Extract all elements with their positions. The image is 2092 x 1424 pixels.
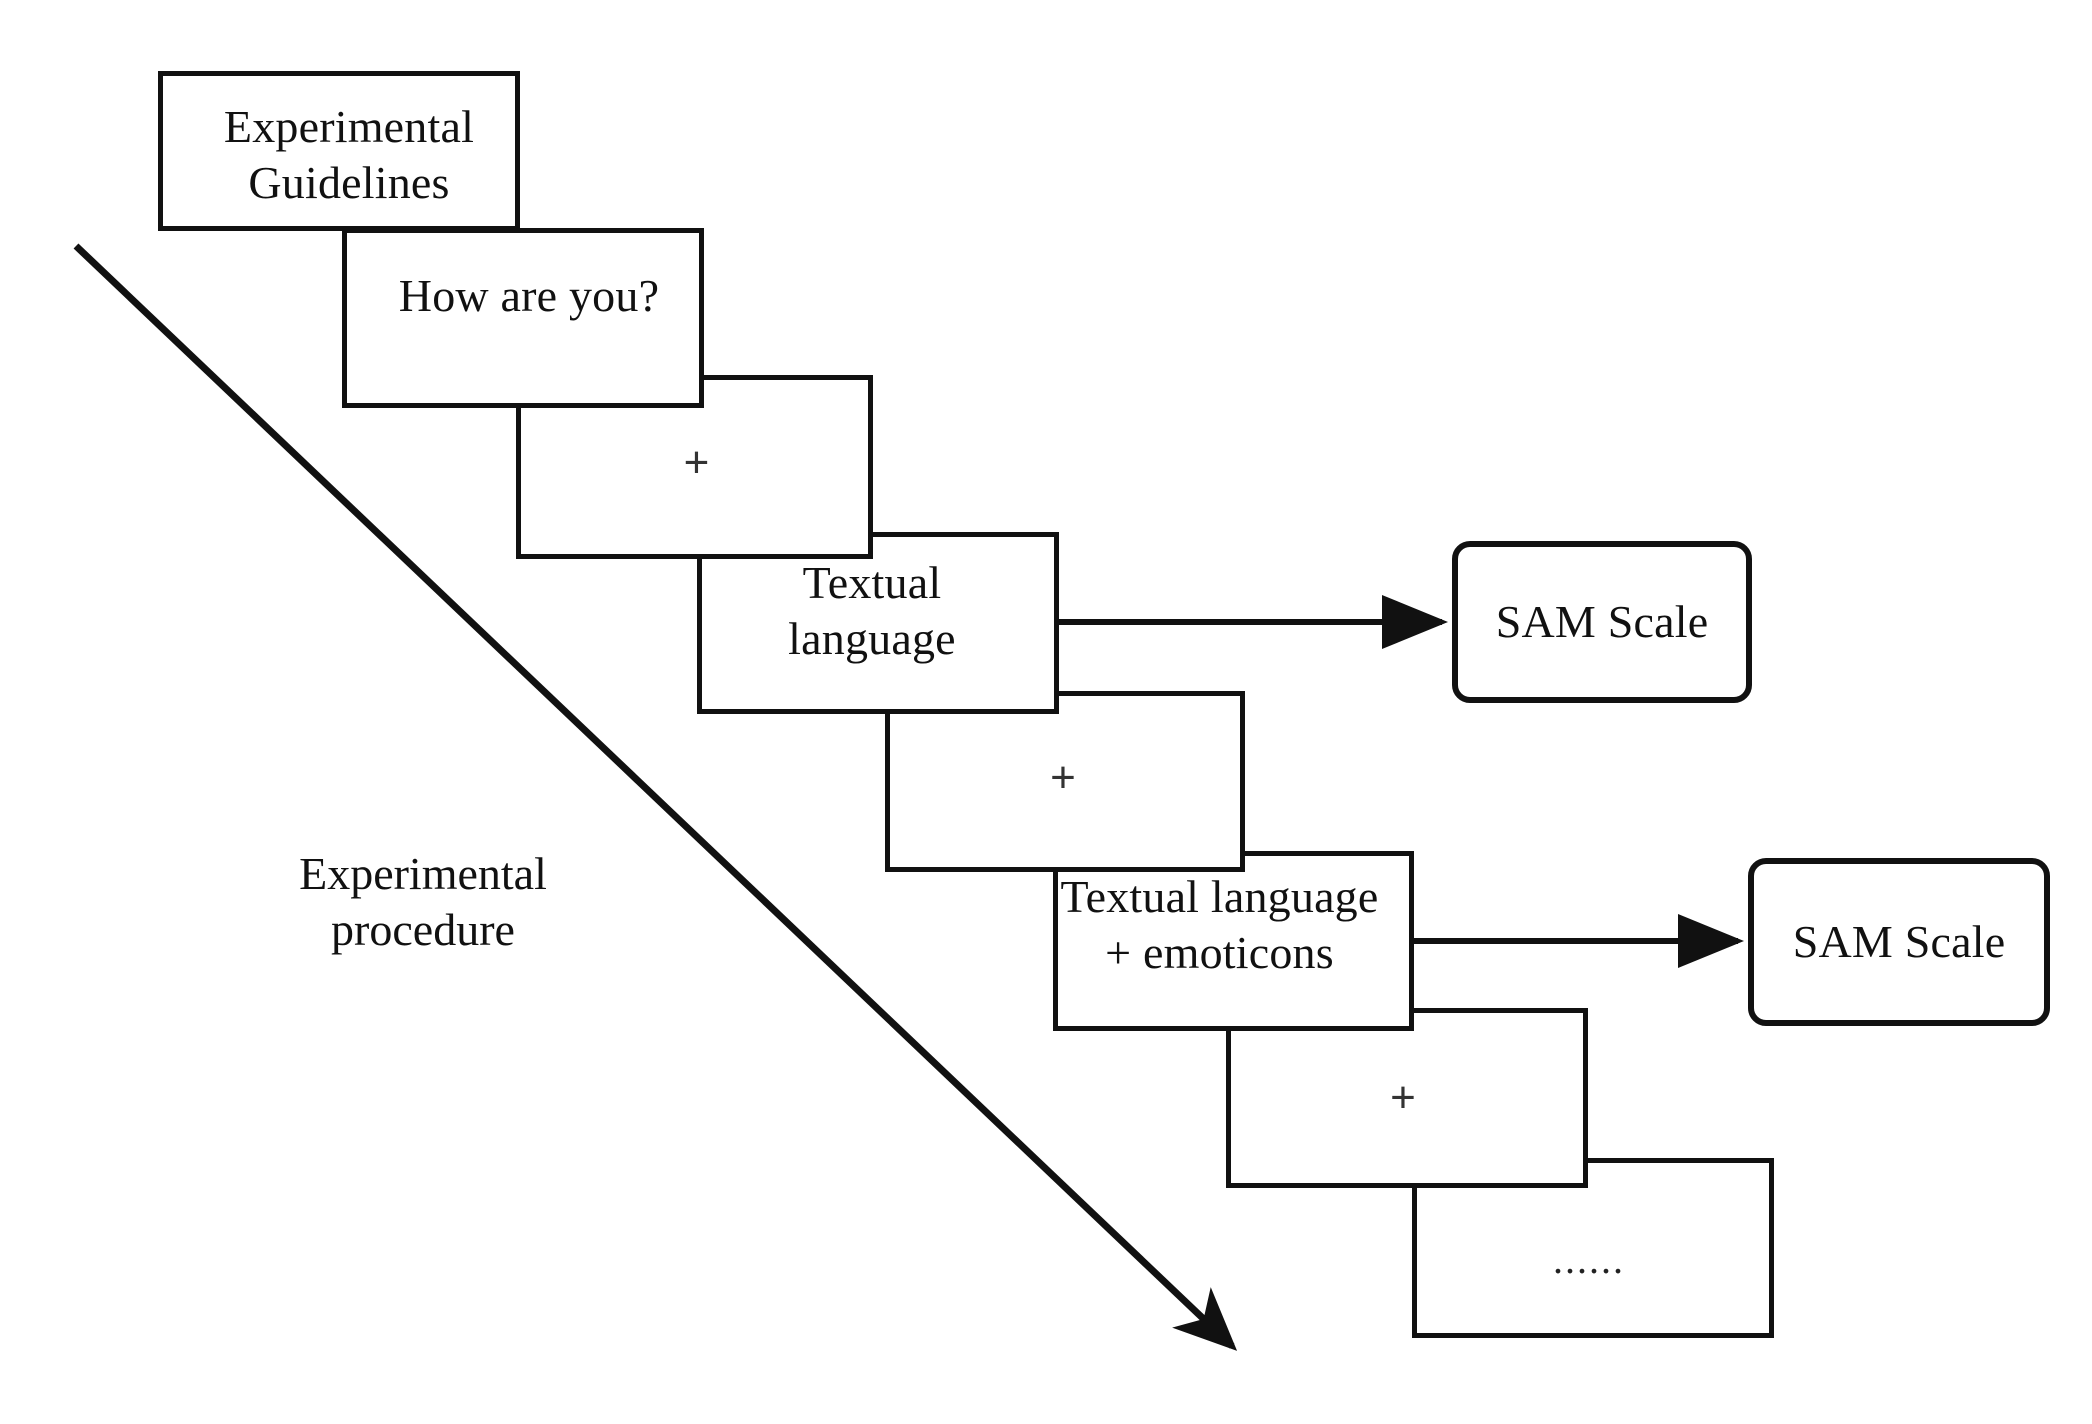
fixation-cross-icon-1: + bbox=[683, 438, 710, 487]
screen-fixation-cross-3[interactable]: + bbox=[1226, 1008, 1588, 1188]
screen-label-greeting: How are you? bbox=[398, 269, 660, 321]
screen-label-guidelines: Experimental Guidelines bbox=[223, 100, 475, 208]
experimental-procedure-caption-text: Experimental procedure bbox=[299, 848, 547, 956]
screen-label-textual-language-emoticons: Textual language + emoticons bbox=[1060, 870, 1379, 978]
screen-textual-language[interactable]: Textual language bbox=[697, 532, 1059, 714]
screen-continuation-ellipsis[interactable]: ...... bbox=[1412, 1158, 1774, 1338]
fixation-cross-icon-3: + bbox=[1390, 1073, 1416, 1122]
sam-scale-label-1: SAM Scale bbox=[1495, 595, 1709, 647]
screen-textual-language-emoticons[interactable]: Textual language + emoticons bbox=[1053, 851, 1414, 1031]
ellipsis-icon: ...... bbox=[1553, 1237, 1625, 1282]
fixation-cross-icon-2: + bbox=[1050, 752, 1076, 802]
screen-greeting[interactable]: How are you? bbox=[342, 228, 704, 408]
experimental-procedure-caption: Experimental procedure bbox=[238, 790, 608, 958]
procedure-direction-arrow bbox=[73, 243, 1238, 1351]
sam-scale-box-2[interactable]: SAM Scale bbox=[1748, 858, 2050, 1026]
sam-scale-label-2: SAM Scale bbox=[1792, 915, 2006, 967]
screen-label-textual-language: Textual language bbox=[788, 556, 956, 664]
screen-experimental-guidelines[interactable]: Experimental Guidelines bbox=[158, 71, 520, 231]
screen-fixation-cross-2[interactable]: + bbox=[885, 691, 1245, 872]
sam-scale-box-1[interactable]: SAM Scale bbox=[1452, 541, 1752, 703]
